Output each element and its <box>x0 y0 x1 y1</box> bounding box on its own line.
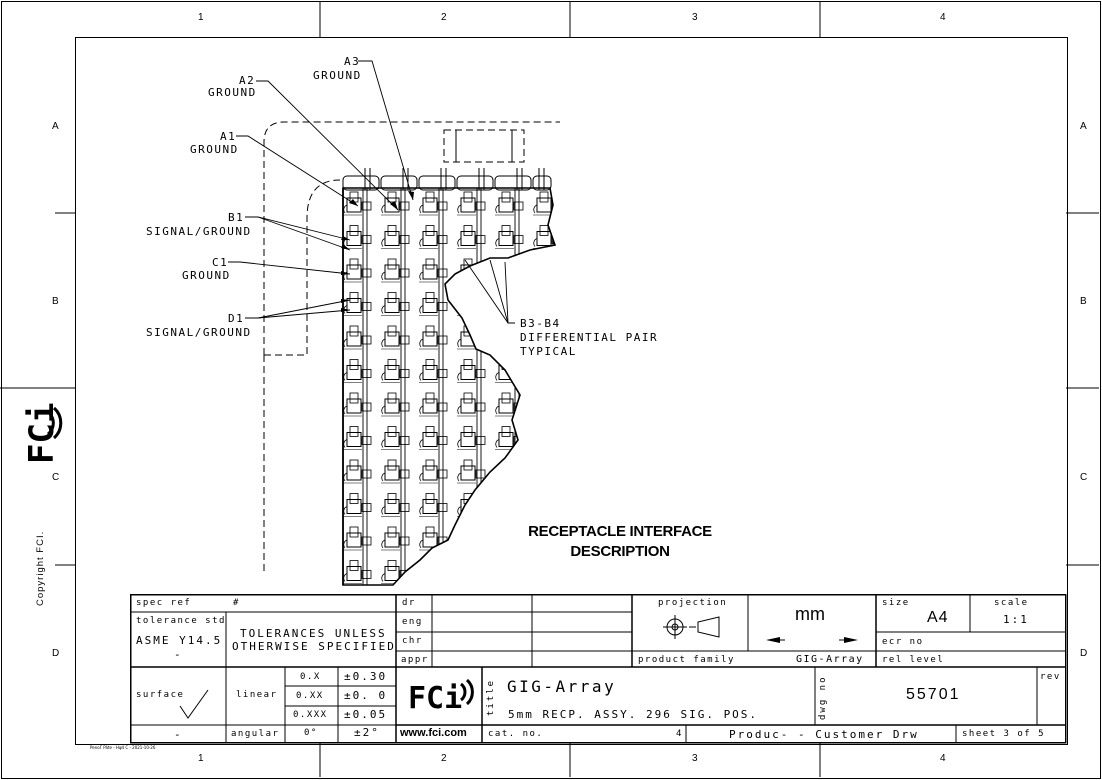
callout-a3-desc: GROUND <box>313 69 362 82</box>
projection-label: projection <box>658 598 728 608</box>
eng-label: eng <box>402 617 423 627</box>
size-value: A4 <box>927 609 949 626</box>
product-family-value: GIG-Array <box>796 654 864 665</box>
zone-row-right-d: D <box>1080 648 1088 659</box>
dwg-no-label: dwg no <box>818 675 828 720</box>
callout-b1-desc: SIGNAL/GROUND <box>146 225 252 238</box>
rel-level-label: rel level <box>882 655 945 665</box>
sheet-number: sheet 3 of 5 <box>962 729 1046 739</box>
angular-label: angular <box>231 729 280 739</box>
zone-row-left-d: D <box>52 648 60 659</box>
title-block-grid: FCi <box>130 594 1067 744</box>
zone-col-top-1: 1 <box>198 12 204 23</box>
tolerance-note-line2: OTHERWISE SPECIFIED <box>232 640 396 653</box>
zone-row-right-b: B <box>1080 296 1087 307</box>
size-label: size <box>882 598 910 608</box>
title-line2: 5mm RECP. ASSY. 296 SIG. POS. <box>508 708 759 721</box>
tol-value-1: ±0.30 <box>344 670 388 683</box>
product-type: Produc- - Customer Drw <box>729 728 919 741</box>
rev-label: rev <box>1040 672 1061 682</box>
tol-format-3: 0.XXX <box>293 710 328 720</box>
sidebar-logo: FCi <box>8 402 68 466</box>
callout-b3b4-desc2: TYPICAL <box>520 345 577 358</box>
spec-ref-label: spec ref <box>136 598 192 608</box>
ecr-label: ecr no <box>882 637 924 647</box>
drawing-frame <box>75 37 1068 745</box>
zone-row-left-c: C <box>52 472 60 483</box>
callout-d1-id: D1 <box>228 312 245 325</box>
title-fci-logo-icon: FCi <box>408 678 474 716</box>
website[interactable]: www.fci.com <box>400 727 467 739</box>
callout-b1-id: B1 <box>228 211 245 224</box>
zone-row-left-a: A <box>52 121 59 132</box>
callout-a3-id: A3 <box>344 55 361 68</box>
zone-row-right-c: C <box>1080 472 1088 483</box>
linear-label: linear <box>236 690 278 700</box>
dr-label: dr <box>402 598 416 608</box>
callout-a1-desc: GROUND <box>190 143 239 156</box>
fci-logo-icon: FCi <box>22 403 63 464</box>
zone-col-bottom-3: 3 <box>692 753 698 764</box>
view-description-line2: DESCRIPTION <box>570 543 670 560</box>
tolerance-note-line1: TOLERANCES UNLESS <box>240 627 387 640</box>
zone-col-top-3: 3 <box>692 12 698 23</box>
tol-format-1: 0.X <box>300 672 321 682</box>
view-description: RECEPTACLE INTERFACE DESCRIPTION <box>505 522 735 562</box>
zone-col-bottom-4: 4 <box>940 753 946 764</box>
cat-no-value: 4 <box>676 729 682 739</box>
zone-col-bottom-1: 1 <box>198 753 204 764</box>
callout-a2-desc: GROUND <box>208 86 257 99</box>
product-family-label: product family <box>638 655 735 665</box>
view-description-line1: RECEPTACLE INTERFACE <box>528 523 712 540</box>
callout-b3b4-id: B3-B4 <box>520 317 561 330</box>
surface-finish-icon <box>179 689 209 719</box>
callout-b3b4-desc1: DIFFERENTIAL PAIR <box>520 331 659 344</box>
tolerance-std-value: ASME Y14.5 <box>136 634 223 647</box>
angular-format: 0° <box>304 728 318 738</box>
zone-row-left-b: B <box>52 296 59 307</box>
scale-label: scale <box>994 598 1029 608</box>
callout-c1-id: C1 <box>212 256 229 269</box>
tolerance-std-label: tolerance std <box>136 616 226 626</box>
surface-dash: - <box>174 728 181 741</box>
surface-label: surface <box>136 690 185 700</box>
svg-text:FCi: FCi <box>22 403 62 464</box>
tolerance-std-dash: - <box>174 648 181 661</box>
cat-no-label: cat. no. <box>488 729 544 739</box>
dwg-no-value: 55701 <box>906 686 961 703</box>
callout-d1-desc: SIGNAL/GROUND <box>146 326 252 339</box>
zone-col-bottom-2: 2 <box>441 753 447 764</box>
callout-a1-id: A1 <box>220 130 237 143</box>
projection-symbol-icon <box>663 615 720 639</box>
angular-value: ±2° <box>354 726 380 739</box>
zone-row-right-a: A <box>1080 121 1087 132</box>
scale-value: 1:1 <box>1003 613 1029 626</box>
tol-value-2: ±0. 0 <box>344 689 388 702</box>
callout-c1-desc: GROUND <box>182 269 231 282</box>
title-block: FCi spec ref # tolerance std ASME Y14.5 … <box>130 594 1067 744</box>
callout-a2-id: A2 <box>239 74 256 87</box>
zone-col-top-4: 4 <box>940 12 946 23</box>
zone-col-top-2: 2 <box>441 12 447 23</box>
print-note: PenoΓ Pâte - Hψ4 C - 2021-10-26 <box>90 745 156 750</box>
appr-label: appr <box>401 655 429 665</box>
title-line1: GIG-Array <box>507 677 617 696</box>
title-side-label: title <box>486 678 496 716</box>
unit-arrows-icon <box>766 637 858 643</box>
spec-ref-value: # <box>233 598 240 608</box>
chr-label: chr <box>402 636 423 646</box>
tol-value-3: ±0.05 <box>344 708 388 721</box>
units-value: mm <box>795 604 825 624</box>
tol-format-2: 0.XX <box>296 691 324 701</box>
svg-text:FCi: FCi <box>408 681 462 716</box>
